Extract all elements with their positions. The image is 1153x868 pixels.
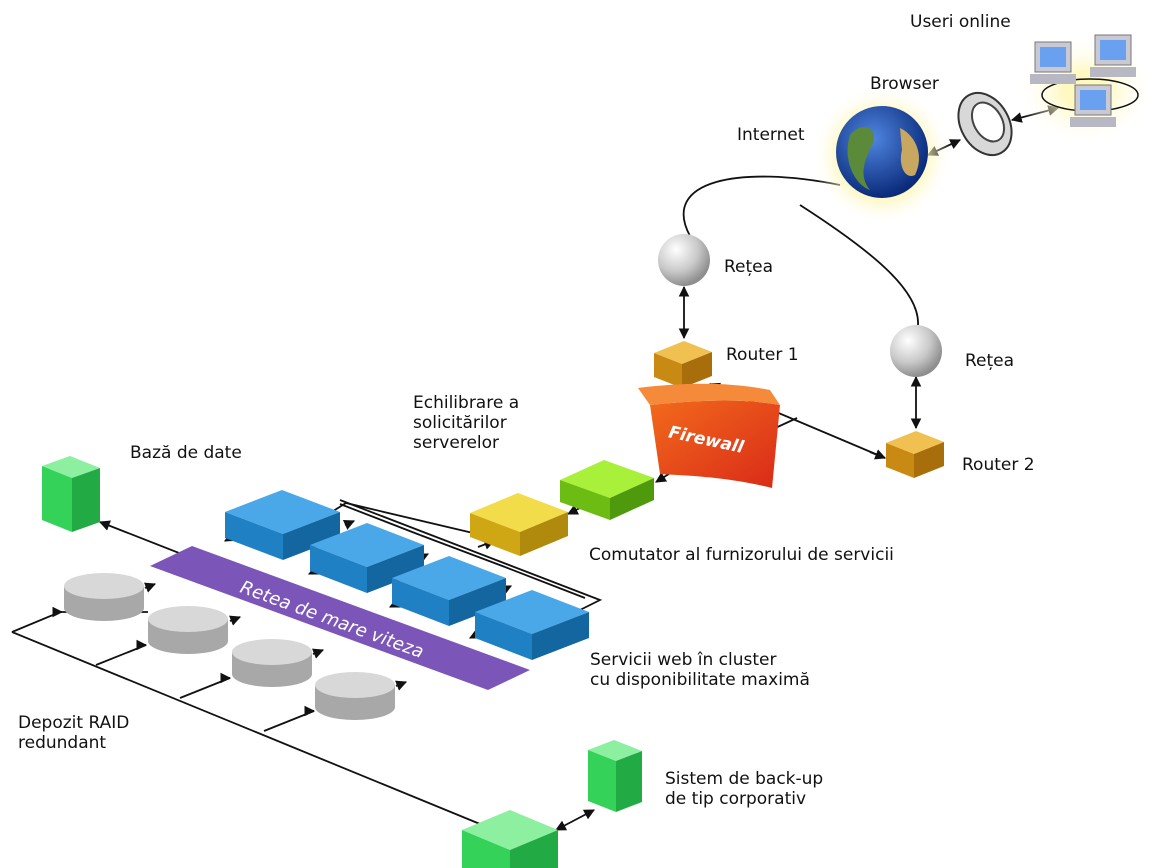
label-web-cluster: Servicii web în cluster cu disponibilita… (590, 650, 810, 690)
network-node-1 (658, 234, 710, 286)
computer-icon (1090, 34, 1136, 77)
link-lime-yellow (567, 504, 581, 515)
database-server-icon (42, 456, 100, 532)
label-load-balancing: Echilibrare a solicitărilor serverelor (413, 393, 520, 453)
label-backup-system: Sistem de back-up de tip corporativ (665, 769, 824, 809)
online-users-group (1015, 34, 1153, 145)
link-internet-network1 (682, 175, 841, 237)
lime-switch-icon (560, 460, 654, 520)
link-router2-end (869, 449, 887, 460)
raid-disk-4-icon (315, 672, 395, 720)
label-raid-storage: Depozit RAID redundant (18, 713, 130, 753)
label-provider-switch: Comutator al furnizorului de servicii (589, 545, 894, 565)
web-server-3-icon (392, 556, 506, 626)
backup-server-icon (588, 740, 642, 812)
firewall-icon: Firewall (638, 383, 780, 488)
backup-switch-icon (462, 810, 558, 868)
router-1-icon (654, 341, 712, 388)
label-internet: Internet (737, 125, 805, 145)
link-backup (555, 809, 595, 831)
yellow-switch-icon (470, 493, 568, 556)
raid-disk-3-icon (232, 639, 312, 687)
cluster-bus (339, 499, 603, 611)
label-database: Bază de date (130, 443, 242, 463)
link-internet-network2 (799, 204, 919, 326)
network-node-2 (890, 325, 942, 377)
browser-icon (957, 92, 1013, 156)
label-online-users: Useri online (910, 12, 1011, 32)
router-2-icon (886, 431, 944, 478)
web-server-2-icon (310, 523, 424, 593)
web-server-4-icon (475, 590, 589, 660)
label-browser: Browser (870, 74, 939, 94)
label-router-1: Router 1 (726, 345, 799, 365)
label-network-2: Rețea (965, 351, 1015, 371)
internet-globe-icon (812, 85, 952, 225)
label-router-2: Router 2 (962, 455, 1035, 475)
web-server-1-icon (225, 490, 340, 560)
connections (11, 105, 1060, 831)
raid-disk-1-icon (64, 573, 144, 621)
raid-disk-2-icon (148, 606, 228, 654)
computer-icon (1070, 84, 1116, 127)
label-network-1: Rețea (724, 257, 774, 277)
computer-icon (1030, 41, 1076, 84)
